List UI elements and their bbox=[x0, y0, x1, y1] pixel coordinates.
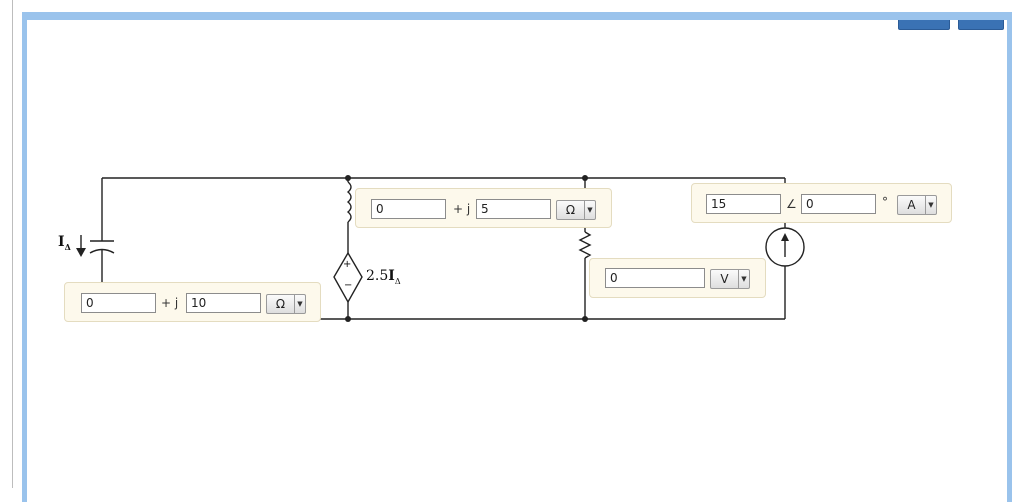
i-delta-arrow-head bbox=[76, 248, 86, 257]
capacitor-unit-label: Ω bbox=[275, 297, 286, 311]
capacitor-j-operator: + j bbox=[161, 296, 179, 310]
current-unit-label: A bbox=[907, 198, 916, 212]
current-unit-select[interactable]: A ▼ bbox=[897, 195, 937, 215]
node-top-1 bbox=[345, 175, 351, 181]
capacitor-real-input[interactable] bbox=[81, 293, 156, 313]
inductor-j-operator: + j bbox=[453, 202, 471, 216]
inductor-real-input[interactable] bbox=[371, 199, 446, 219]
degree-symbol: ° bbox=[882, 195, 888, 209]
reset-button[interactable] bbox=[898, 20, 950, 30]
chevron-down-icon: ▼ bbox=[925, 196, 936, 214]
node-top-2 bbox=[582, 175, 588, 181]
capacitor-imag-input[interactable] bbox=[186, 293, 261, 313]
angle-symbol: ∠ bbox=[786, 197, 797, 211]
capacitor-impedance-panel: + j Ω ▼ bbox=[64, 282, 321, 322]
dependent-source-minus: − bbox=[344, 280, 353, 291]
resistor-voltage-unit-label: V bbox=[720, 272, 729, 286]
chevron-down-icon: ▼ bbox=[294, 295, 305, 313]
dependent-source-label: 2.5IΔ bbox=[366, 268, 401, 286]
left-divider bbox=[12, 0, 13, 488]
node-bottom-2 bbox=[582, 316, 588, 322]
resistor-zigzag bbox=[578, 231, 592, 259]
workspace-frame bbox=[22, 12, 1012, 502]
help-button[interactable] bbox=[958, 20, 1004, 30]
resistor-voltage-unit-select[interactable]: V ▼ bbox=[710, 269, 750, 289]
dependent-source-plus: + bbox=[343, 259, 352, 270]
resistor-voltage-panel: V ▼ bbox=[589, 258, 766, 298]
chevron-down-icon: ▼ bbox=[738, 270, 749, 288]
inductor-impedance-panel: + j Ω ▼ bbox=[355, 188, 612, 228]
inductor-unit-label: Ω bbox=[565, 203, 576, 217]
capacitor-unit-select[interactable]: Ω ▼ bbox=[266, 294, 306, 314]
current-angle-input[interactable] bbox=[801, 194, 876, 214]
inductor-imag-input[interactable] bbox=[476, 199, 551, 219]
current-magnitude-input[interactable] bbox=[706, 194, 781, 214]
current-source-panel: ∠ ° A ▼ bbox=[691, 183, 952, 223]
i-delta-label: IΔ bbox=[58, 234, 71, 252]
circuit-diagram bbox=[76, 175, 805, 322]
inductor-coil bbox=[346, 181, 352, 223]
node-bottom-1 bbox=[345, 316, 351, 322]
resistor-voltage-input[interactable] bbox=[605, 268, 705, 288]
chevron-down-icon: ▼ bbox=[584, 201, 595, 219]
inductor-unit-select[interactable]: Ω ▼ bbox=[556, 200, 596, 220]
current-source-arrow-head bbox=[781, 233, 789, 241]
